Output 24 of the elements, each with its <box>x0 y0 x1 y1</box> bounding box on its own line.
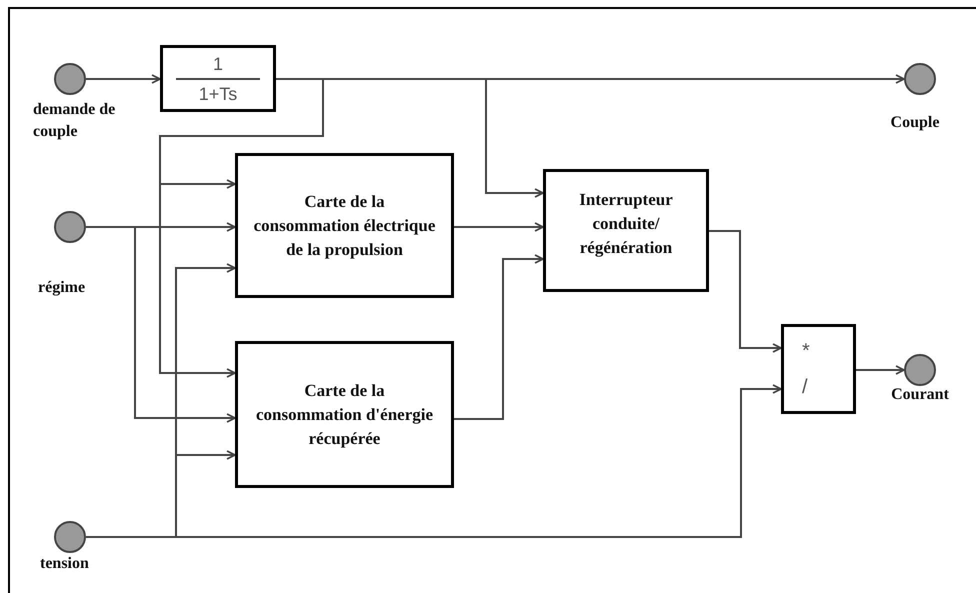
port-label: Couple <box>890 113 940 133</box>
signal-arrow <box>454 254 544 420</box>
denominator: 1+Ts <box>198 82 238 104</box>
box-label: Carte de la consommation d'énergie récupérée <box>254 380 434 450</box>
signal-arrow <box>159 78 324 378</box>
process-box <box>235 341 454 488</box>
port-label: demande de couple <box>33 100 116 142</box>
signal-arrow <box>86 74 161 84</box>
signal-arrow <box>856 365 905 375</box>
port-label: tension <box>40 554 90 574</box>
operator-symbol: * <box>802 339 810 364</box>
signal-arrow <box>86 226 236 423</box>
numerator: 1 <box>212 52 223 74</box>
operator-symbol: / <box>802 375 808 400</box>
process-box <box>543 169 709 292</box>
signal-arrow <box>709 230 782 353</box>
port-label: Courant <box>890 385 950 405</box>
signal-arrow <box>454 222 544 232</box>
product-block <box>781 324 856 414</box>
port-label: régime <box>38 278 86 298</box>
box-label: Interrupteur conduite/ régénération <box>578 188 674 259</box>
box-label: Carte de la consommation électrique de la propulsion <box>252 190 436 261</box>
transfer-function-block <box>160 45 276 112</box>
process-box <box>235 153 454 298</box>
